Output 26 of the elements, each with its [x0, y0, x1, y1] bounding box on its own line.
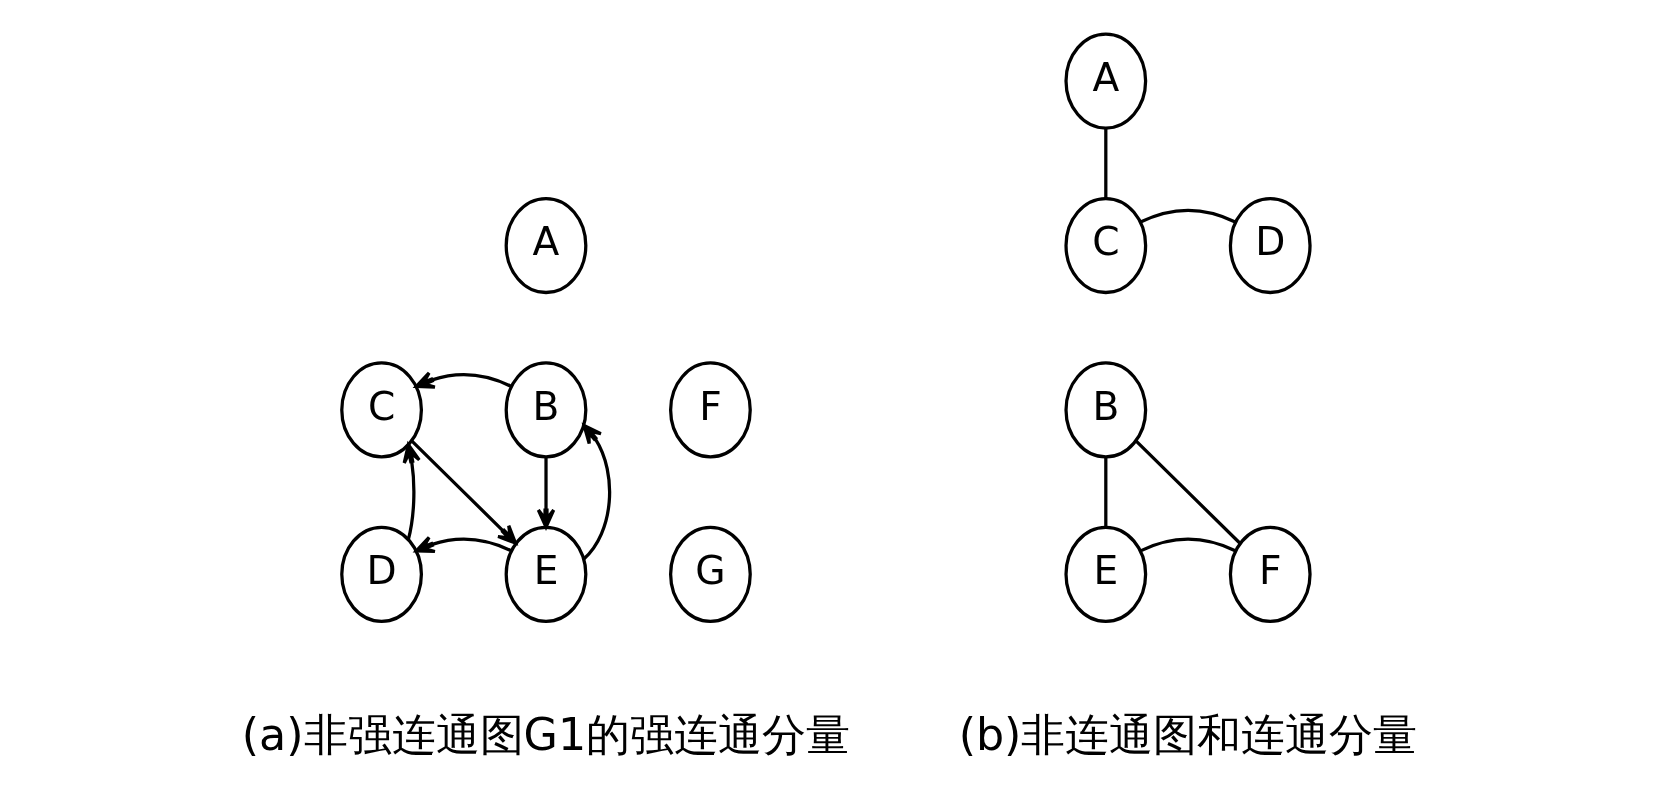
connector — [1103, 457, 1107, 527]
connector — [1103, 128, 1107, 199]
node-ellipse: A — [504, 196, 587, 295]
node-ellipse: C — [339, 361, 423, 459]
node-ellipse: F — [668, 361, 752, 459]
node-ellipse: B — [1063, 361, 1147, 459]
arrow — [414, 535, 512, 554]
label: (a)非强连通图G1的强连通分量 — [241, 709, 850, 761]
arrow — [410, 439, 517, 545]
node-ellipse: C — [1063, 196, 1147, 295]
connector — [1139, 208, 1236, 224]
arrow — [582, 423, 611, 561]
arrow — [414, 371, 512, 389]
node-ellipse: E — [504, 525, 587, 623]
arrow — [536, 457, 555, 529]
arrow — [402, 443, 421, 540]
connector — [1139, 537, 1236, 553]
label: (b)非连通图和连通分量 — [958, 709, 1417, 761]
connector — [1134, 439, 1241, 545]
node-ellipse: F — [1228, 525, 1312, 623]
node-ellipse: G — [668, 525, 752, 623]
node-ellipse: E — [1063, 525, 1147, 623]
node-ellipse: D — [339, 525, 423, 623]
node-ellipse: B — [504, 361, 587, 459]
node-ellipse: D — [1228, 196, 1312, 295]
node-ellipse: A — [1063, 32, 1147, 130]
